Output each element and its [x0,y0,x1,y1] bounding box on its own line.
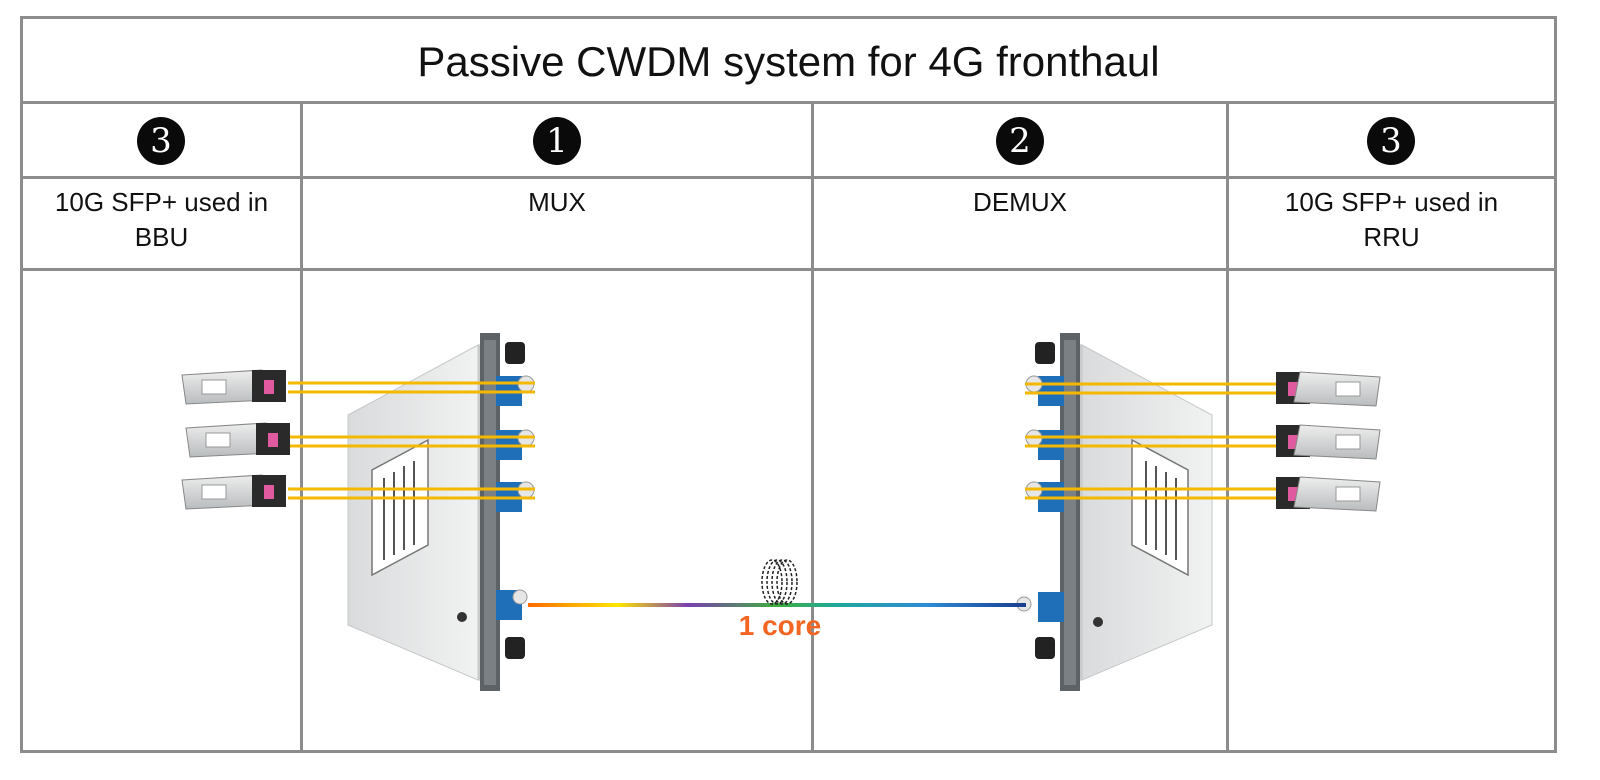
fiber-core-label: 1 core [738,610,822,641]
diagram-title: Passive CWDM system for 4G fronthaul [417,37,1160,85]
step-badge-bbu: 3 [137,117,185,165]
step-badge-mux: 1 [533,117,581,165]
sfp-module-icon [1276,371,1381,512]
column-label-demux: DEMUX [973,187,1067,217]
single-core-fiber [528,603,1026,607]
sfp-module-icon [181,369,290,510]
fiber-coil-icon [761,559,798,605]
table-frame [20,16,1557,753]
col-divider-1 [300,104,303,753]
col-divider-2 [811,104,814,753]
step-badge-rru: 3 [1367,117,1415,165]
step-badge-demux: 2 [996,117,1044,165]
column-label-mux: MUX [528,187,586,217]
row-divider-title [20,101,1557,104]
demux-device-icon [1016,333,1213,691]
row-divider-badges [20,176,1557,179]
column-label-rru: 10G SFP+ used in RRU [1284,187,1499,252]
row-divider-labels [20,268,1557,271]
col-divider-3 [1226,104,1229,753]
fiber-patch-cords [288,381,1280,500]
mux-device-icon [347,333,535,691]
column-label-bbu: 10G SFP+ used in BBU [54,187,269,252]
